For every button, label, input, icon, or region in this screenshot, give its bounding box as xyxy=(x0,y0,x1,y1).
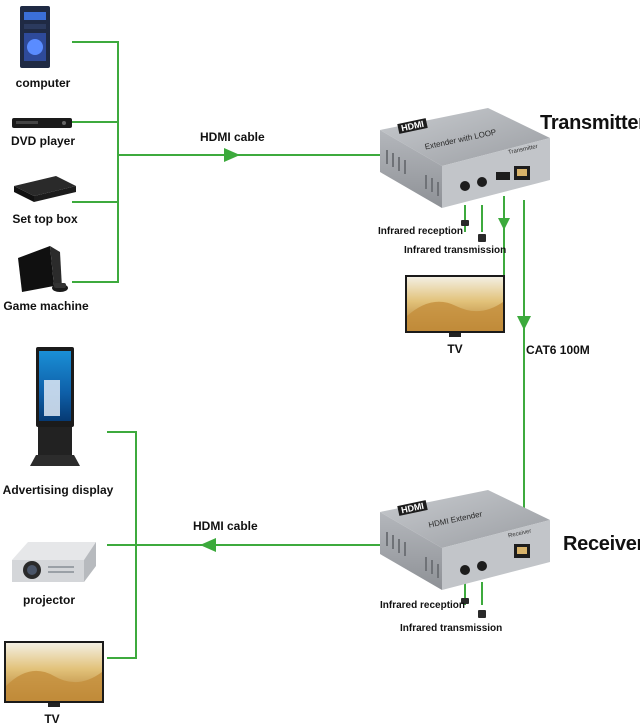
transmitter-title: Transmitter xyxy=(540,112,640,134)
hdmi-in-arrow xyxy=(224,148,240,162)
tx-ir-reception-label: Infrared reception xyxy=(378,226,464,237)
set-top-box-icon xyxy=(14,176,76,202)
tx-ir-out-port xyxy=(477,177,487,187)
receiver-vents xyxy=(386,532,439,578)
hdmi-out-cable-label: HDMI cable xyxy=(193,519,258,533)
loop-tv-label: TV xyxy=(447,342,463,356)
kiosk-display-icon xyxy=(30,347,80,466)
source-label-dvd-player: DVD player xyxy=(10,134,76,148)
rx-ir-out-port xyxy=(477,561,487,571)
loop-tv-icon xyxy=(405,275,505,337)
cables xyxy=(72,41,525,659)
loop-arrow xyxy=(498,218,510,230)
receiver-title: Receiver xyxy=(563,533,640,555)
rx-ir-in-port xyxy=(460,565,470,575)
source-label-computer: computer xyxy=(15,76,71,90)
tx-ir-lines xyxy=(464,205,483,232)
receiver-ports xyxy=(460,544,530,575)
tx-hdmi-out-port xyxy=(496,172,510,180)
arrows xyxy=(200,148,531,552)
source-label-set-top-box: Set top box xyxy=(12,212,78,226)
transmitter-ports xyxy=(460,166,530,191)
tx-ir-in-port xyxy=(460,181,470,191)
cat6-arrow xyxy=(517,316,531,330)
cat6-cable-label: CAT6 100M xyxy=(526,343,590,357)
rx-ir-reception-label: Infrared reception xyxy=(380,600,466,611)
tx-ir-probes xyxy=(461,220,486,242)
hdmi-in-cable-label: HDMI cable xyxy=(200,130,265,144)
bottom-tv-icon xyxy=(4,641,104,707)
display-label-tv: TV xyxy=(44,712,60,726)
game-console-icon xyxy=(18,246,68,292)
hdmi-out-arrow xyxy=(200,538,216,552)
display-bus-line xyxy=(107,431,137,659)
tx-ir-transmission-label: Infrared transmission xyxy=(404,245,507,256)
display-label-projector: projector xyxy=(22,593,76,607)
display-label-advertising: Advertising display xyxy=(2,483,114,497)
source-bus-line xyxy=(72,41,119,283)
projector-icon xyxy=(12,542,96,582)
transmitter-vents xyxy=(386,150,439,196)
computer-tower-icon xyxy=(20,6,50,68)
source-label-game-machine: Game machine xyxy=(3,299,89,313)
dvd-player-icon xyxy=(12,118,72,128)
rx-ir-transmission-label: Infrared transmission xyxy=(400,623,503,634)
rx-ir-probes xyxy=(461,598,486,618)
